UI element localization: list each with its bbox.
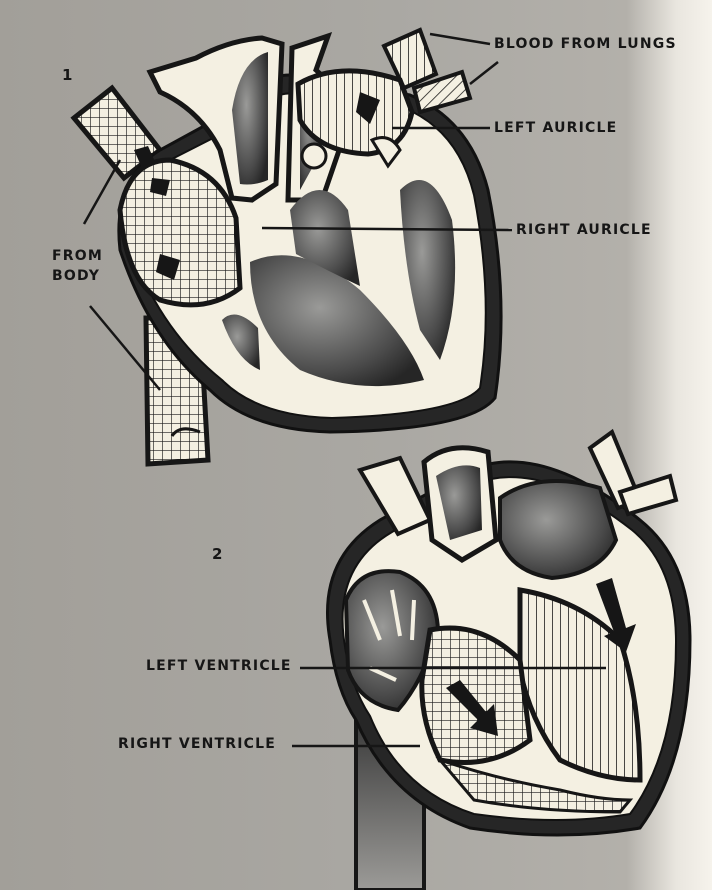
label-left-ventricle: LEFT VENTRICLE [146, 658, 292, 674]
label-left-auricle: LEFT AURICLE [494, 120, 617, 136]
label-from-body-line1: FROM [52, 248, 103, 264]
aorta-2 [360, 458, 430, 534]
label-from-body-line2: BODY [52, 268, 100, 284]
figure-number-1: 1 [62, 66, 72, 84]
left-auricle-2 [500, 481, 616, 578]
label-right-auricle: RIGHT AURICLE [516, 222, 652, 238]
leader-blood-from-lungs-1 [430, 34, 490, 44]
leader-from-body-upper [84, 160, 120, 224]
label-right-ventricle: RIGHT VENTRICLE [118, 736, 276, 752]
leader-blood-from-lungs-2 [470, 62, 498, 84]
label-blood-from-lungs: BLOOD FROM LUNGS [494, 36, 677, 52]
figure-number-2: 2 [212, 545, 222, 563]
heart-diagram-1 [74, 30, 501, 464]
heart-diagram-2 [327, 432, 690, 890]
